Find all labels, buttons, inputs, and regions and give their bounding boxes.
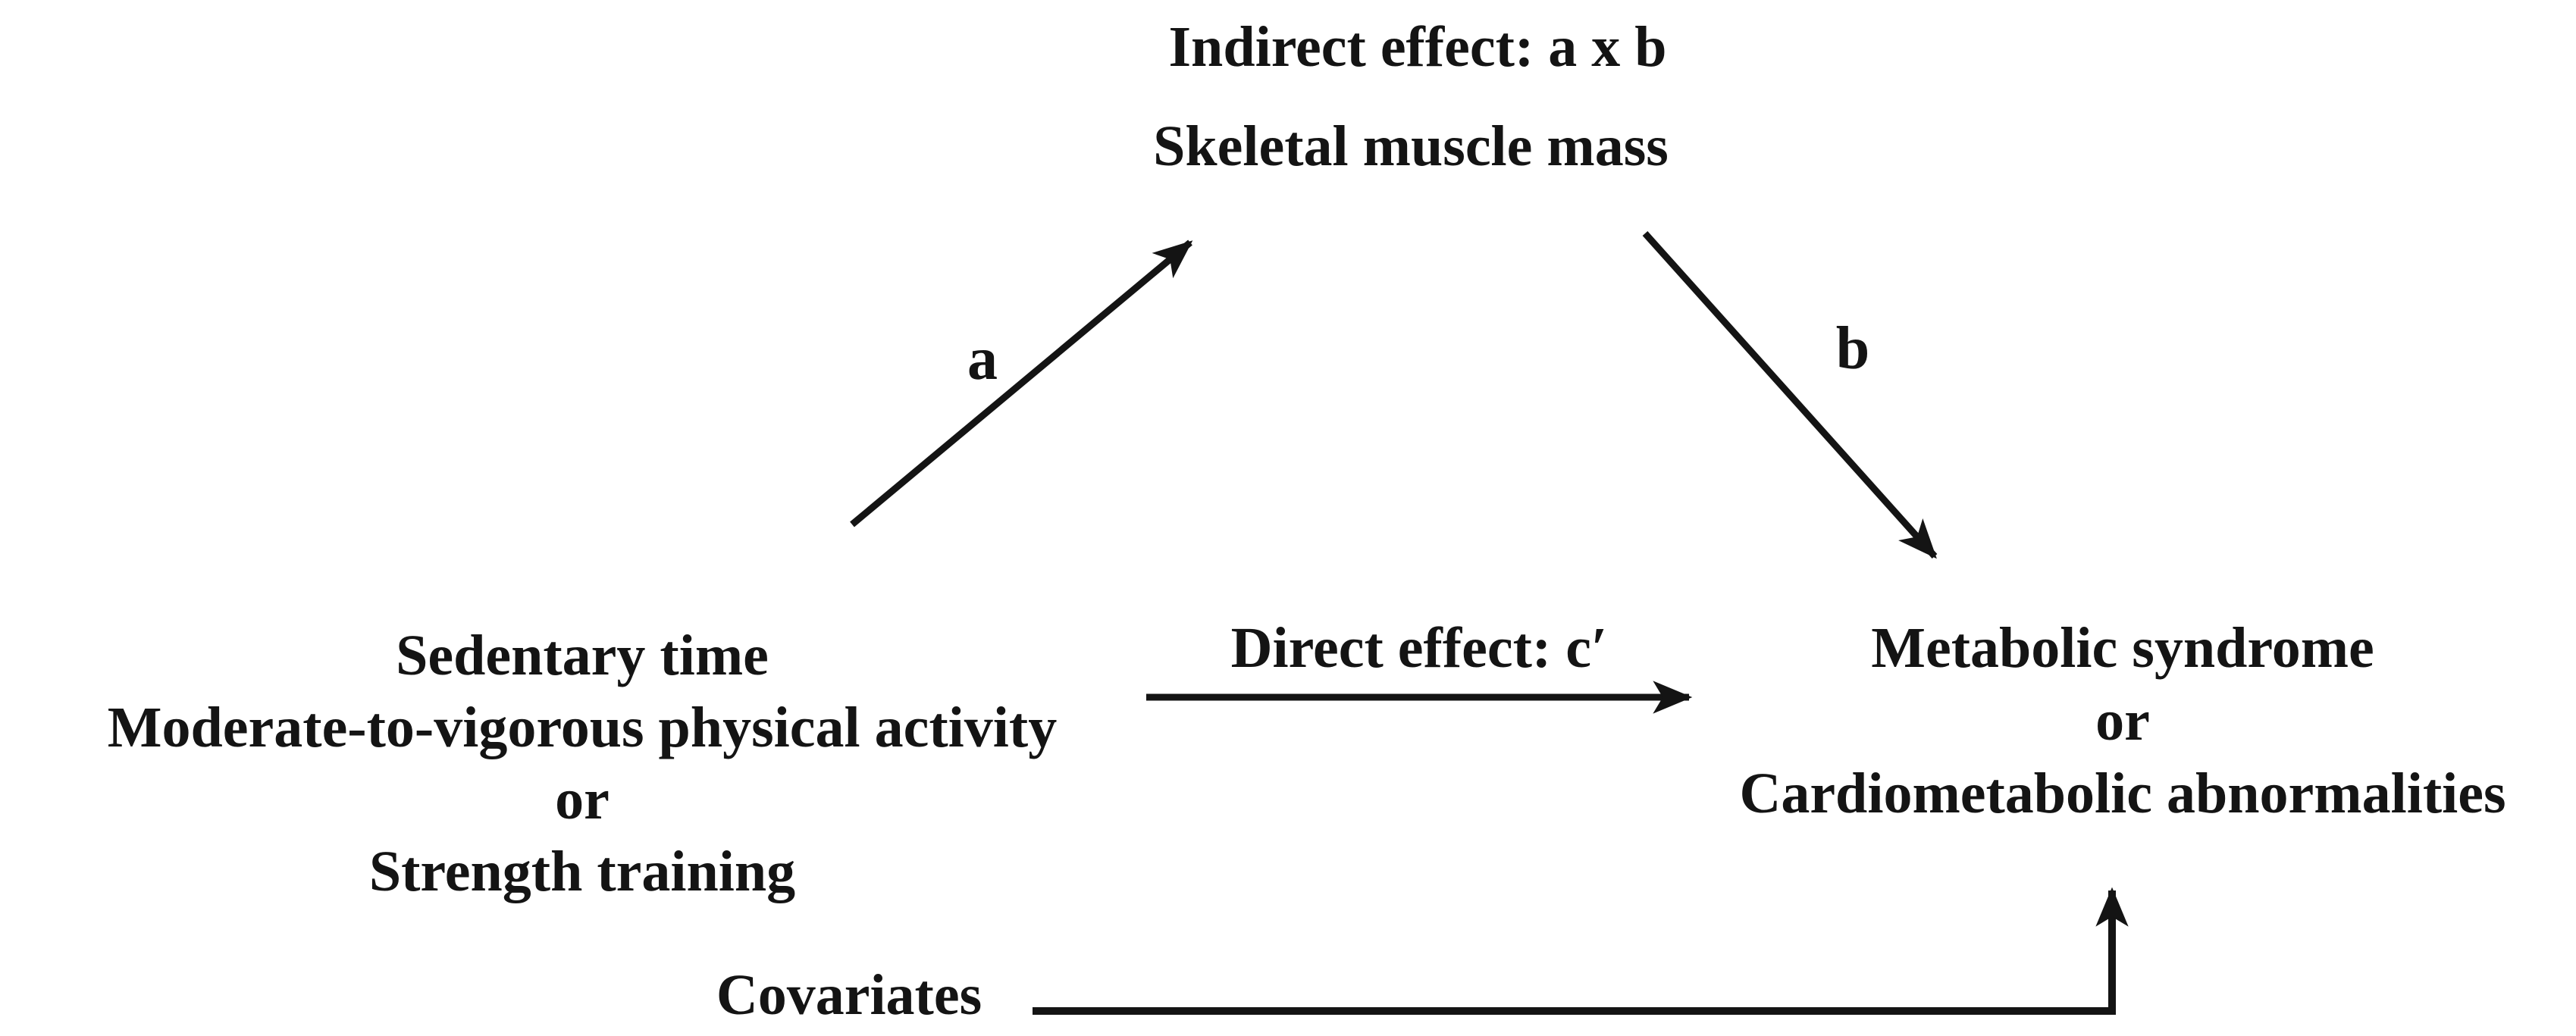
exposure-line: or	[555, 768, 610, 831]
outcome-block: Metabolic syndrome or Cardiometabolic ab…	[1739, 612, 2505, 830]
path-b-label: b	[1835, 315, 1870, 382]
indirect-effect-label: Indirect effect: a x b	[1168, 15, 1667, 79]
covariates-arrow	[1033, 887, 2129, 1015]
exposure-line: Moderate-to-vigorous physical activity	[107, 696, 1058, 759]
path-a-label: a	[967, 326, 998, 393]
direct-effect-label: Direct effect: c′	[1230, 616, 1608, 680]
path-a-arrow	[850, 239, 1193, 527]
covariates-label: Covariates	[716, 963, 982, 1027]
exposure-line: Sedentary time	[396, 624, 769, 687]
outcome-line: Metabolic syndrome	[1871, 616, 2374, 680]
mediator-label: Skeletal muscle mass	[1153, 114, 1669, 178]
path-b-arrow	[1642, 230, 1938, 559]
outcome-line: Cardiometabolic abnormalities	[1739, 762, 2506, 825]
exposure-block: Sedentary time Moderate-to-vigorous phys…	[108, 620, 1057, 908]
outcome-line: or	[2095, 689, 2150, 753]
exposure-line: Strength training	[368, 840, 796, 903]
